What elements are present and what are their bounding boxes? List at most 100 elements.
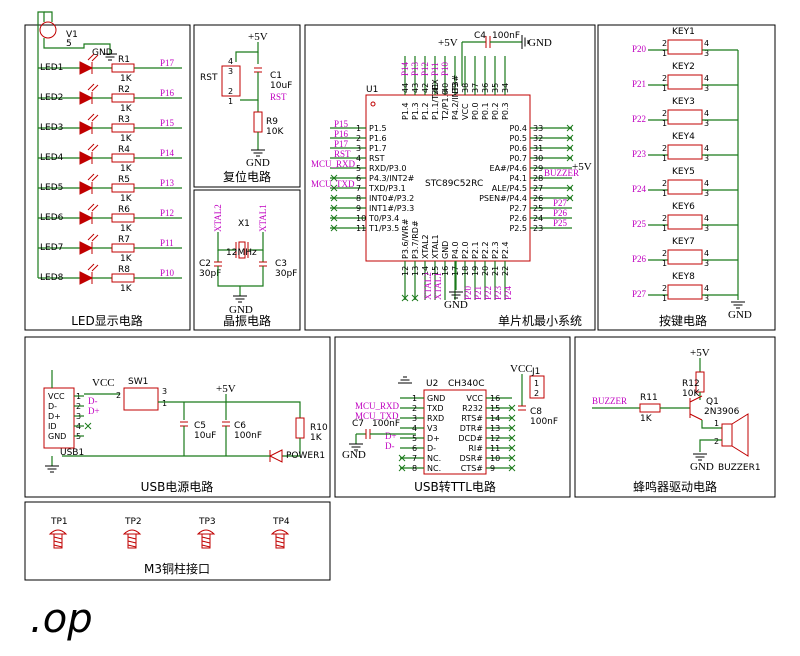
reset-switch-label: RST	[200, 73, 218, 83]
crystal-freq: 12MHz	[226, 248, 257, 258]
key-pin: 3	[704, 189, 709, 198]
led-resistor-value: 1K	[120, 104, 133, 114]
reset-switch-body[interactable]	[221, 65, 241, 97]
mcu-bottom-pin-label: P2.0	[461, 241, 470, 259]
mcu-left-net: P16	[334, 129, 349, 139]
key-switch[interactable]	[667, 179, 703, 195]
mcu-top-pin-number: 41	[431, 83, 440, 93]
usb1-pin-label: GND	[48, 432, 66, 441]
key-switch[interactable]	[667, 109, 703, 125]
usb1-pin-label: D-	[48, 402, 57, 411]
c8-value: 100nF	[530, 417, 558, 427]
reset-pin-2: 2	[228, 87, 233, 96]
mcu-bottom-pin-number: 20	[481, 266, 490, 276]
mcu-left-pin-label: P1.7	[369, 144, 387, 153]
mcu-right-pin-label: P0.5	[509, 134, 527, 143]
reset-gnd-label: GND	[246, 157, 270, 169]
led-symbol	[79, 121, 94, 135]
mcu-right-pin-number: 26	[533, 194, 543, 203]
reset-c1-value: 10uF	[270, 81, 292, 91]
footer-text: .op	[30, 596, 93, 642]
mcu-top-net: P10	[440, 61, 450, 76]
mcu-p26-net: P26	[553, 208, 568, 218]
reset-pin-4: 4	[228, 57, 233, 66]
led-net: P11	[160, 238, 174, 248]
key-label: KEY2	[672, 62, 695, 72]
j1-body	[529, 375, 545, 399]
x1-label: X1	[238, 219, 250, 229]
key-pin: 4	[704, 284, 709, 293]
led-panel-frame	[24, 24, 191, 331]
reset-panel-frame	[193, 24, 301, 188]
mcu-bottom-pin-number: 21	[491, 266, 500, 276]
mcu-gnd-top: GND	[528, 37, 552, 49]
m3-screw-head	[122, 529, 142, 535]
led-resistor-value: 1K	[120, 284, 133, 294]
mcu-left-net: P15	[334, 119, 349, 129]
key-switch[interactable]	[667, 144, 703, 160]
m3-pad-label: TP4	[272, 517, 290, 527]
r11-label: R11	[640, 393, 658, 403]
mcu-top-pin-number: 40	[441, 83, 450, 93]
buzzer-panel-title: 蜂鸣器驱动电路	[633, 479, 717, 494]
keys-circuit: GND KEY1P202143KEY2P212143KEY3P222143KEY…	[632, 27, 752, 321]
led-resistor	[111, 183, 135, 193]
mcu-right-pin-number: 27	[533, 184, 543, 193]
mcu-left-net: MCU_TXD	[311, 179, 355, 189]
key-switch[interactable]	[667, 74, 703, 90]
mcu-left-pin-number: 6	[356, 174, 361, 183]
crystal-gnd-label: GND	[229, 304, 253, 316]
key-label: KEY3	[672, 97, 695, 107]
mcu-right-pin-number: 25	[533, 204, 543, 213]
key-pin: 2	[662, 109, 667, 118]
mcu-p27-net: P27	[553, 198, 568, 208]
mcu-top-pin-number: 34	[501, 83, 510, 93]
key-switch[interactable]	[667, 214, 703, 230]
buzzer1-label: BUZZER1	[718, 463, 761, 473]
mcu-left-pin-number: 4	[356, 154, 361, 163]
reset-vcc-label: +5V	[248, 31, 268, 43]
sw1-body[interactable]	[123, 387, 159, 411]
mcu-bottom-pin-label: XTAL1	[431, 234, 440, 259]
reset-c1-label: C1	[270, 71, 282, 81]
mcu-top-net: P12	[420, 62, 430, 76]
mcu-bottom-gnd: GND	[444, 299, 468, 311]
ttl-gnd-label: GND	[342, 449, 366, 461]
u2-left-pin-label: NC.	[427, 454, 441, 463]
c7-value: 100nF	[372, 419, 400, 429]
u2-right-pin-label: RTS#	[461, 414, 483, 423]
mcu-right-pin-number: 24	[533, 214, 543, 223]
mcu-top-pin-label: P0.2	[491, 102, 500, 120]
led-resistor-label: R2	[118, 85, 130, 95]
m3-panel-frame	[24, 501, 331, 581]
mcu-circuit: +5V C4 100nF GND U1 STC89C52RC P1.444P14…	[311, 31, 592, 311]
key-pin: 3	[704, 259, 709, 268]
usb-dminus-net: D-	[88, 396, 98, 406]
power1-led-symbol	[268, 449, 283, 463]
led-resistor-label: R5	[118, 175, 130, 185]
buzzer-circuit: +5V R12 10K BUZZER R11 1K Q1 2N3906 1 2 …	[592, 347, 761, 473]
mcu-bottom-pin-label: P2.3	[491, 241, 500, 259]
u2-left-pin-label: GND	[427, 394, 445, 403]
key-pin: 2	[662, 214, 667, 223]
led-resistor-value: 1K	[120, 194, 133, 204]
u2-part: CH340C	[448, 379, 485, 389]
led-resistor-label: R8	[118, 265, 130, 275]
led-label: LED6	[40, 213, 64, 223]
u2-left-pin-number: 1	[412, 394, 417, 403]
mcu-right-vcc: +5V	[572, 161, 592, 173]
mcu-top-net: P11	[430, 62, 440, 76]
c8-label: C8	[530, 407, 542, 417]
u2-left-pin-label: V3	[427, 424, 438, 433]
usb1-pin-label: VCC	[48, 392, 65, 401]
u2-left-pin-number: 5	[412, 434, 417, 443]
key-pin: 3	[704, 294, 709, 303]
led-symbol	[79, 61, 94, 75]
key-switch[interactable]	[667, 249, 703, 265]
mcu-left-pin-label: P4.3/INT2#	[369, 174, 415, 183]
key-switch[interactable]	[667, 284, 703, 300]
mcu-top-pin-number: 38	[461, 83, 470, 93]
ttl-vcc-label: VCC	[510, 363, 533, 375]
key-switch[interactable]	[667, 39, 703, 55]
crystal-panel-title: 晶振电路	[223, 313, 271, 328]
